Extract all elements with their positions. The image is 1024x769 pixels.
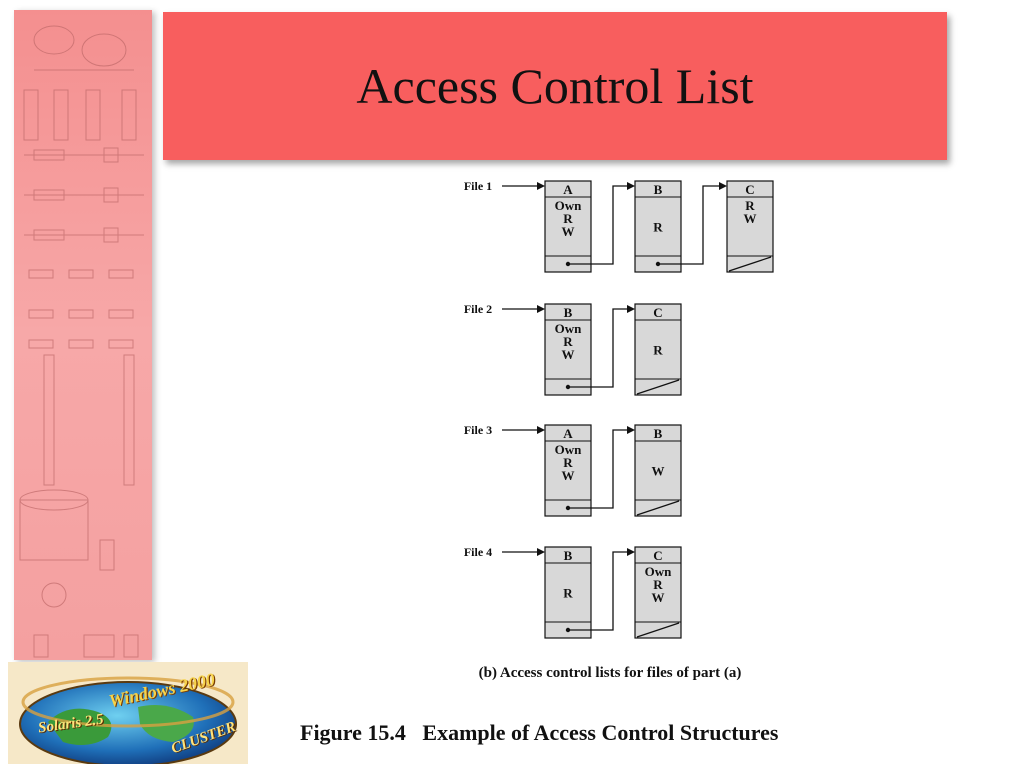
node-right-label: W — [562, 224, 575, 239]
arrow-head — [627, 548, 635, 556]
node-user-label: C — [745, 182, 754, 197]
file-label: File 2 — [464, 302, 492, 316]
node-right-label: R — [653, 220, 663, 235]
node-right-label: W — [562, 468, 575, 483]
acl-node — [634, 180, 682, 273]
acl-node — [634, 303, 682, 396]
file-label: File 1 — [464, 179, 492, 193]
node-right-label: Own — [645, 564, 673, 579]
cluster-logo: Windows 2000 Solaris 2.5 CLUSTER — [8, 662, 248, 767]
next-pointer-line — [568, 551, 629, 631]
node-right-label: R — [563, 211, 573, 226]
node-user-label: B — [564, 305, 573, 320]
arrow-head — [627, 305, 635, 313]
node-right-label: Own — [555, 442, 583, 457]
next-pointer-line — [568, 429, 629, 509]
node-right-label: R — [653, 577, 663, 592]
arrow-head — [719, 182, 727, 190]
node-user-label: A — [563, 182, 573, 197]
globe-icon — [8, 662, 248, 767]
next-pointer-line — [658, 185, 721, 265]
null-pointer-slash — [636, 500, 680, 516]
acl-node — [544, 303, 592, 396]
arrow-head — [537, 426, 545, 434]
acl-node — [634, 546, 682, 639]
file-label: File 3 — [464, 423, 492, 437]
acl-node — [726, 180, 774, 273]
node-user-label: C — [653, 305, 662, 320]
title-bar: Access Control List — [163, 12, 947, 160]
node-right-label: R — [563, 334, 573, 349]
arrow-head — [537, 182, 545, 190]
node-user-label: B — [564, 548, 573, 563]
arrow-head — [537, 548, 545, 556]
sidebar-background-diagram — [19, 25, 144, 658]
node-right-label: Own — [555, 198, 583, 213]
node-right-label: W — [562, 347, 575, 362]
next-pointer-line — [568, 185, 629, 265]
acl-node — [634, 424, 682, 517]
arrow-head — [537, 305, 545, 313]
node-right-label: Own — [555, 321, 583, 336]
diagram-subcaption: (b) Access control lists for files of pa… — [478, 665, 742, 681]
node-right-label: R — [745, 198, 755, 213]
slide-title: Access Control List — [356, 58, 754, 114]
arrow-head — [627, 182, 635, 190]
node-user-label: A — [563, 426, 573, 441]
node-user-label: B — [654, 426, 663, 441]
node-right-label: R — [653, 343, 663, 358]
node-right-label: R — [563, 586, 573, 601]
node-user-label: B — [654, 182, 663, 197]
acl-node — [544, 546, 592, 639]
figure-caption: Figure 15.4 Example of Access Control St… — [300, 720, 779, 745]
decorative-sidebar — [14, 10, 152, 660]
null-pointer-slash — [636, 379, 680, 395]
node-right-label: W — [744, 211, 757, 226]
next-pointer-line — [568, 308, 629, 388]
arrow-head — [627, 426, 635, 434]
file-label: File 4 — [464, 545, 492, 559]
null-pointer-slash — [636, 622, 680, 638]
acl-node — [544, 180, 592, 273]
node-right-label: W — [652, 590, 665, 605]
acl-node — [544, 424, 592, 517]
null-pointer-slash — [728, 256, 772, 272]
node-user-label: C — [653, 548, 662, 563]
node-right-label: W — [652, 464, 665, 479]
node-right-label: R — [563, 455, 573, 470]
